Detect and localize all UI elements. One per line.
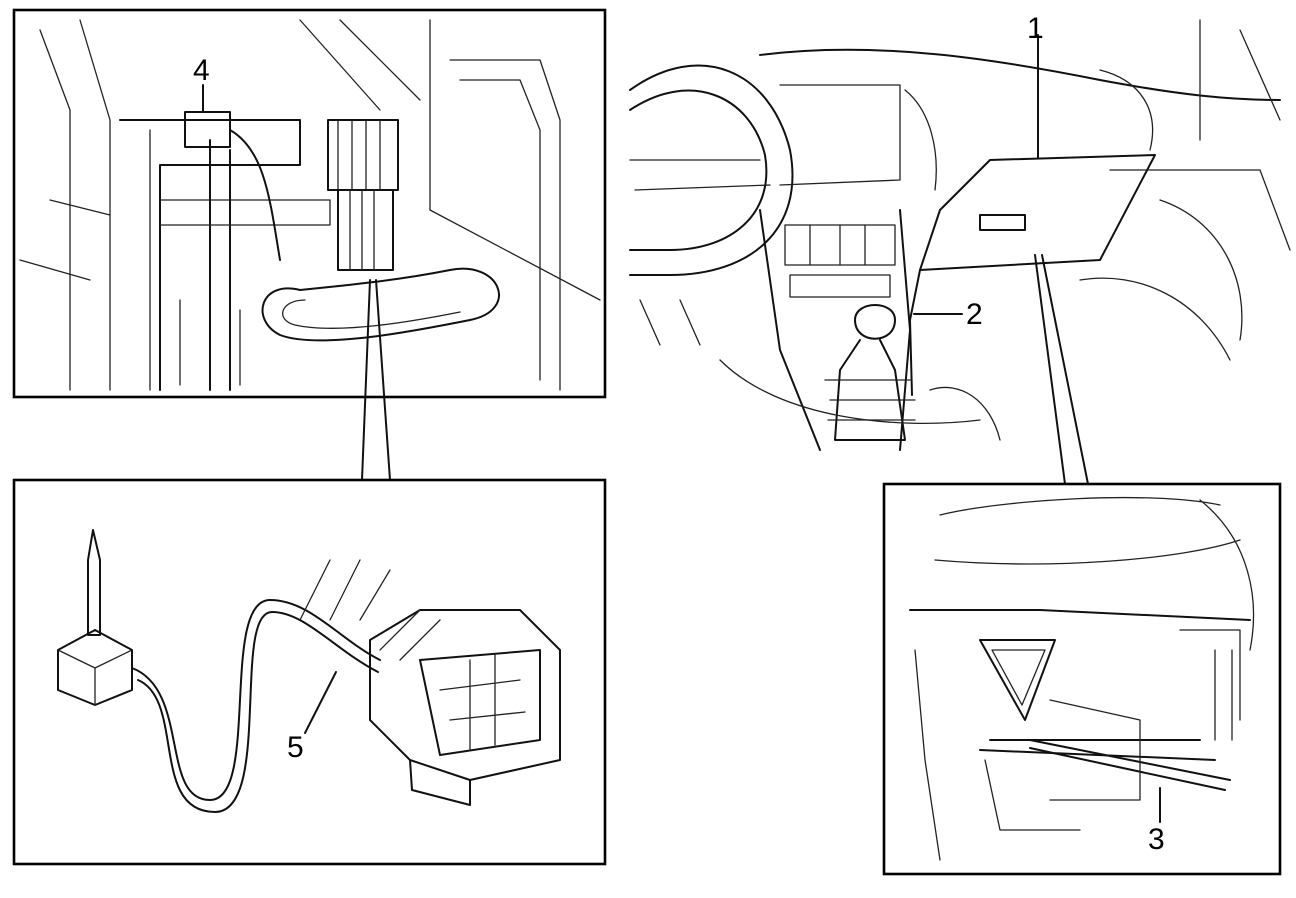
- bottom-right-linework: [909, 496, 1255, 861]
- callout-5-group: 5: [287, 671, 337, 764]
- top-left-linework: [19, 19, 601, 391]
- callout-5-leader: [304, 671, 337, 734]
- callout-2-group: 2: [913, 298, 983, 331]
- callout-1: 1: [1027, 12, 1044, 45]
- magnify-taper-right: [1034, 254, 1089, 485]
- panel-bottom-right: 3: [882, 482, 1282, 876]
- callout-4-group: 4: [193, 54, 210, 113]
- panel-top-left: 4: [12, 8, 607, 399]
- callout-3-group: 3: [1148, 787, 1165, 856]
- view-dashboard: [629, 19, 1291, 451]
- callout-4: 4: [193, 54, 210, 87]
- bottom-left-linework: [57, 529, 561, 813]
- callout-5: 5: [287, 731, 304, 764]
- callout-2: 2: [966, 298, 983, 331]
- callout-3: 3: [1148, 823, 1165, 856]
- magnify-taper-left: [361, 279, 391, 481]
- panel-bottom-left: 5: [12, 478, 607, 866]
- callout-1-group: 1: [1027, 12, 1044, 159]
